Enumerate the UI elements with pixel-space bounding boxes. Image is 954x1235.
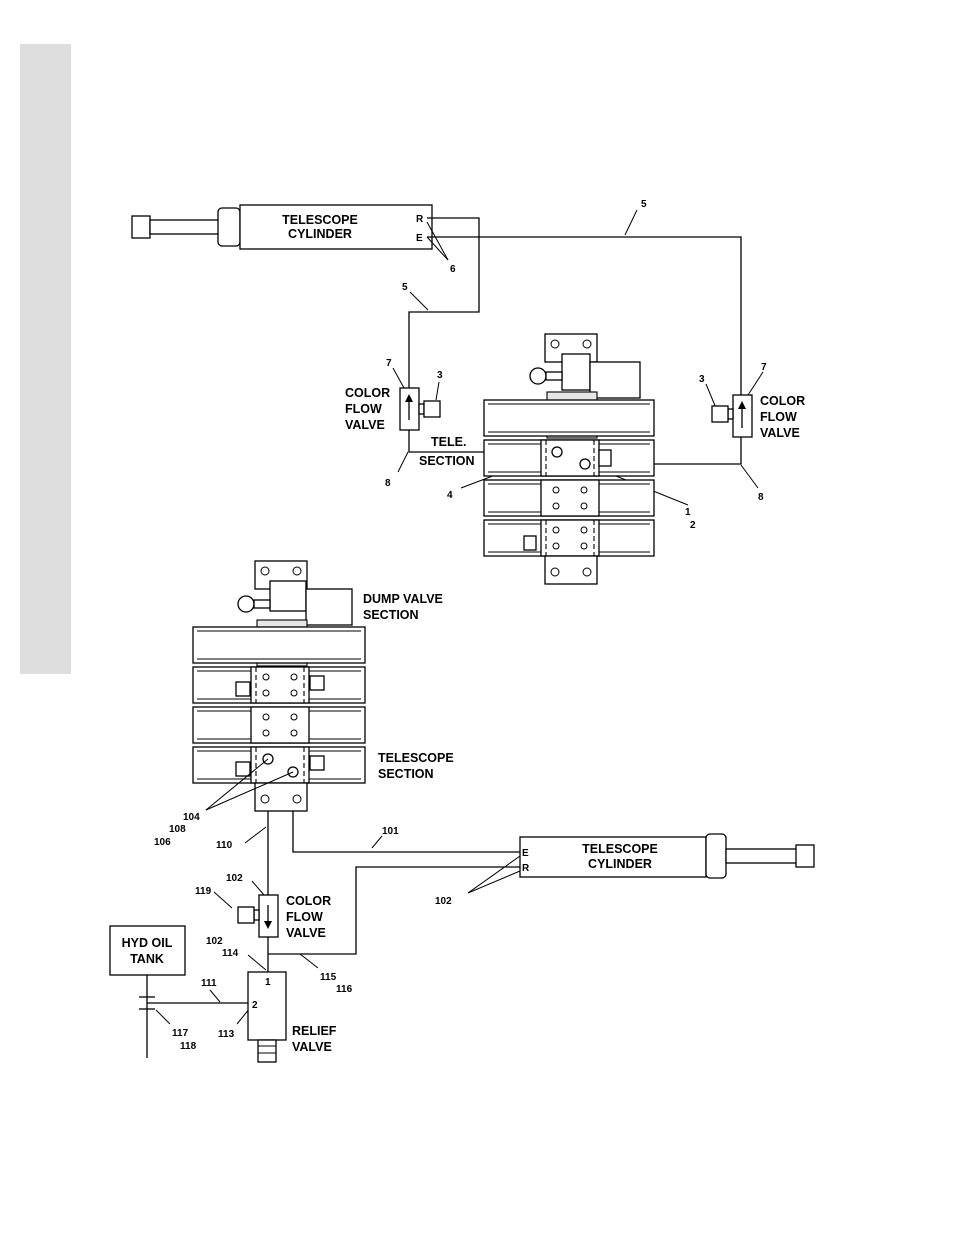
bottom-cylinder-port-r: R [522,863,530,874]
bottom-valve-label-1: COLOR [286,894,331,908]
callout-115: 115 [320,972,337,983]
top-right-flow-valve: COLOR FLOW VALVE [712,394,805,440]
callout-5-left: 5 [402,282,408,293]
top-left-flow-valve: COLOR FLOW VALVE [345,386,440,432]
callout-2: 2 [690,520,696,531]
callout-111: 111 [201,978,217,989]
top-cylinder-title-2: CYLINDER [288,227,352,241]
top-right-valve-label-1: COLOR [760,394,805,408]
bottom-cylinder-port-e: E [522,848,529,859]
callout-116: 116 [336,984,353,995]
relief-label-1: RELIEF [292,1024,337,1038]
top-telescope-cylinder: TELESCOPE CYLINDER R E [132,205,432,249]
callout-102-b: 102 [206,936,223,947]
callout-3-right: 3 [699,374,705,385]
top-left-valve-label-2: FLOW [345,402,382,416]
relief-port-2: 2 [252,1000,258,1011]
callout-3-left: 3 [437,370,443,381]
bottom-flow-valve: COLOR FLOW VALVE [238,894,331,940]
relief-label-2: VALVE [292,1040,332,1054]
bottom-telescope-section-label-1: TELESCOPE [378,751,454,765]
bottom-telescope-section-label-2: SECTION [378,767,434,781]
top-tele-section-label-1: TELE. [431,435,466,449]
top-tele-section-label-2: SECTION [419,454,475,468]
top-left-valve-label-3: VALVE [345,418,385,432]
callout-102-valve: 102 [226,873,243,884]
callout-102-cylinder: 102 [435,896,452,907]
hyd-oil-tank: HYD OIL TANK [110,926,185,975]
top-control-valve-bank: TELE. SECTION [419,334,654,584]
callout-113: 113 [218,1029,235,1040]
tank-label-1: HYD OIL [122,936,173,950]
top-right-valve-label-2: FLOW [760,410,797,424]
callout-101: 101 [382,826,399,837]
tank-label-2: TANK [130,952,164,966]
relief-port-1: 1 [265,977,271,988]
callout-106: 106 [154,837,171,848]
callout-6: 6 [450,264,456,275]
callout-118: 118 [180,1041,197,1052]
bottom-control-valve-bank: DUMP VALVE SECTION TELESCOPE SECTION [193,561,454,811]
callout-110: 110 [216,840,233,851]
bottom-cylinder-title-1: TELESCOPE [582,842,658,856]
callout-104: 104 [183,812,200,823]
callout-8-left: 8 [385,478,391,489]
dump-valve-label-1: DUMP VALVE [363,592,443,606]
callout-7-right: 7 [761,362,767,373]
callout-117: 117 [172,1028,189,1039]
top-cylinder-port-r: R [416,214,424,225]
top-cylinder-title-1: TELESCOPE [282,213,358,227]
callout-7-left: 7 [386,358,392,369]
callout-108: 108 [169,824,186,835]
callout-5-right: 5 [641,199,647,210]
top-cylinder-port-e: E [416,233,423,244]
bottom-telescope-cylinder: TELESCOPE CYLINDER E R [520,834,814,878]
top-left-valve-label-1: COLOR [345,386,390,400]
callout-4: 4 [447,490,453,501]
bottom-cylinder-title-2: CYLINDER [588,857,652,871]
dump-valve-label-2: SECTION [363,608,419,622]
bottom-valve-label-3: VALVE [286,926,326,940]
bottom-valve-label-2: FLOW [286,910,323,924]
top-right-valve-label-3: VALVE [760,426,800,440]
callout-1: 1 [685,507,691,518]
callout-119: 119 [195,886,212,897]
bottom-hoses [139,759,520,1058]
callout-114: 114 [222,948,239,959]
relief-valve: 1 2 RELIEF VALVE [248,972,337,1062]
callout-8-right: 8 [758,492,764,503]
